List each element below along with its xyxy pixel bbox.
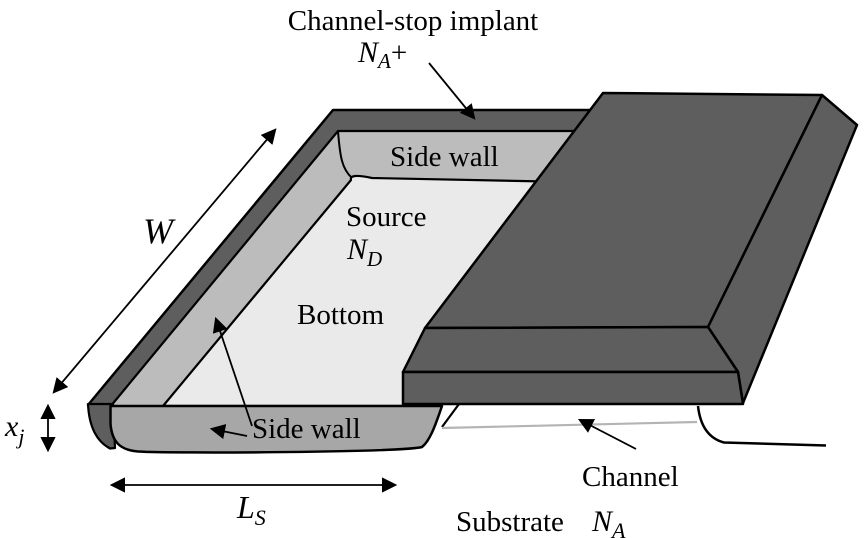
gate-edge-wedge-line — [441, 403, 460, 428]
substrate-symbol: NA — [591, 505, 626, 538]
junction-depth-symbol: xj — [4, 410, 24, 449]
width-dimension-arrow — [52, 128, 277, 394]
side-wall-front-label: Side wall — [252, 413, 361, 445]
gate-block-front-bevel — [401, 325, 740, 374]
side-wall-left-arrow — [212, 316, 253, 427]
width-symbol: W — [143, 211, 176, 251]
channel-arrow — [577, 418, 637, 450]
bottom-label: Bottom — [297, 299, 384, 331]
channel-stop-arrow — [428, 62, 476, 120]
channel-stop-symbol: NA+ — [357, 36, 407, 73]
channel-stop-label: Channel-stop implant — [288, 5, 539, 37]
source-symbol: ND — [346, 233, 382, 271]
front-left-corner — [86, 402, 117, 450]
source-label: Source — [346, 201, 427, 233]
source-length-symbol: LS — [236, 489, 266, 530]
front-side-wall-face — [109, 404, 444, 454]
side-wall-corner-seam — [337, 130, 353, 179]
substrate-surface-curve — [696, 405, 827, 447]
channel-line — [441, 420, 698, 430]
gate-block-front-face — [401, 370, 745, 406]
substrate-label: Substrate — [456, 506, 564, 538]
side-wall-top-label: Side wall — [390, 141, 499, 173]
channel-label: Channel — [582, 461, 679, 493]
side-wall-front-arrow — [209, 424, 248, 440]
